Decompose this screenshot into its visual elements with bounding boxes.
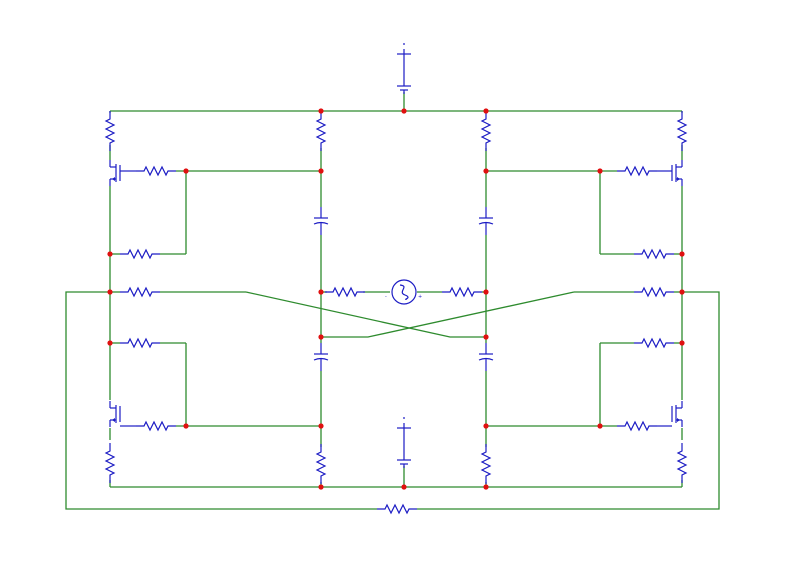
junction-dot xyxy=(679,289,685,295)
resistor-bias-bottom-left xyxy=(119,338,161,348)
junction-dot xyxy=(183,423,189,429)
junction-dot xyxy=(483,334,489,340)
resistor-base-top-left xyxy=(135,166,177,176)
resistor-cross-right xyxy=(633,287,675,297)
transistors xyxy=(109,160,683,427)
junction-dot xyxy=(318,484,324,490)
resistor-bias-bottom-right xyxy=(633,338,675,348)
resistor-base-bottom-right xyxy=(616,421,658,431)
junction-dot xyxy=(597,423,603,429)
capacitor-right-top xyxy=(478,206,494,236)
resistor-inner-left-bottom xyxy=(316,443,326,485)
capacitor-left-bottom xyxy=(313,342,329,372)
resistor-feedback xyxy=(376,504,418,514)
junction-dot xyxy=(483,168,489,174)
junction-dot xyxy=(107,289,113,295)
junctions xyxy=(107,108,685,490)
junction-dot xyxy=(107,251,113,257)
junction-dot xyxy=(318,289,324,295)
junction-dot xyxy=(318,168,324,174)
ac-voltage-source: - + xyxy=(385,279,422,305)
resistor-base-bottom-left xyxy=(135,421,177,431)
transistor-bottom-left xyxy=(109,401,136,427)
resistor-bias-top-left xyxy=(119,249,161,259)
resistor-right-bottom xyxy=(677,442,687,484)
supply-top xyxy=(397,43,411,94)
junction-dot xyxy=(483,108,489,114)
junction-dot xyxy=(183,168,189,174)
resistor-source-right xyxy=(441,287,483,297)
junction-dot xyxy=(401,108,407,114)
junction-dot xyxy=(483,289,489,295)
wires xyxy=(65,92,720,510)
source-minus-label: - xyxy=(385,294,387,300)
resistor-left-top xyxy=(105,110,115,152)
junction-dot xyxy=(483,484,489,490)
junction-dot xyxy=(483,423,489,429)
transistor-top-right xyxy=(657,160,683,186)
junction-dot xyxy=(318,108,324,114)
resistor-left-bottom xyxy=(105,442,115,484)
resistor-bias-top-right xyxy=(633,249,675,259)
resistor-base-top-right xyxy=(616,166,658,176)
battery-icon xyxy=(397,417,411,468)
ac-voltage-source-icon xyxy=(391,279,417,305)
resistor-inner-right-top xyxy=(481,110,491,152)
capacitor-right-bottom xyxy=(478,342,494,372)
resistor-right-top xyxy=(677,110,687,152)
resistor-cross-left xyxy=(119,287,161,297)
junction-dot xyxy=(597,168,603,174)
junction-dot xyxy=(107,340,113,346)
capacitor-left-top xyxy=(313,206,329,236)
resistor-inner-right-bottom xyxy=(481,443,491,485)
junction-dot xyxy=(679,251,685,257)
resistor-inner-left-top xyxy=(316,110,326,152)
supply-bottom xyxy=(397,417,411,468)
battery-icon xyxy=(397,43,411,94)
junction-dot xyxy=(679,340,685,346)
transistor-bottom-right xyxy=(657,401,683,427)
junction-dot xyxy=(318,334,324,340)
junction-dot xyxy=(401,484,407,490)
transistor-top-left xyxy=(109,160,136,186)
source-plus-label: + xyxy=(418,294,422,300)
resistor-source-left xyxy=(324,287,366,297)
junction-dot xyxy=(318,423,324,429)
